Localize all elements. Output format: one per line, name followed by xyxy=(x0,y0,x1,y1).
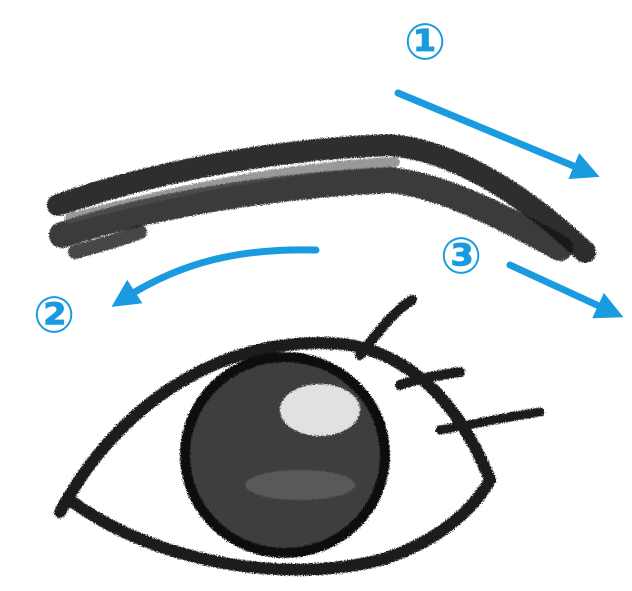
arrow-2 xyxy=(122,250,316,300)
step-number-2: ② xyxy=(33,286,75,344)
arrow-3 xyxy=(510,265,612,312)
step-number-3: ③ xyxy=(440,227,482,285)
step-number-1: ① xyxy=(404,13,446,71)
iris xyxy=(185,357,385,553)
eyebrow xyxy=(58,145,585,252)
